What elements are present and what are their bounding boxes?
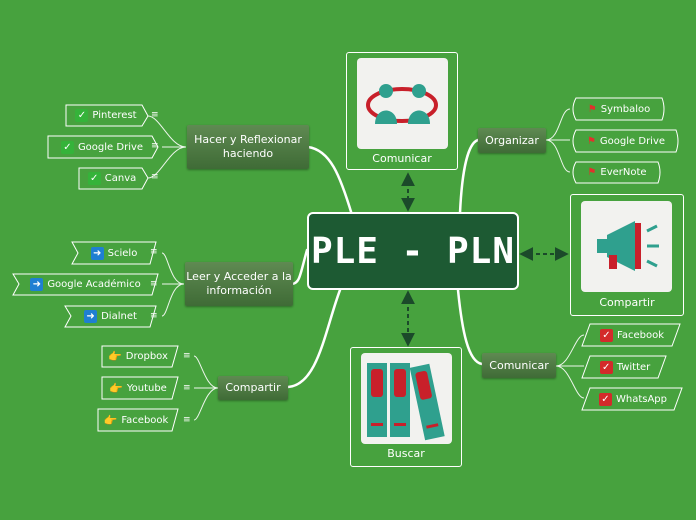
leaf-dialnet-label: Dialnet — [101, 311, 137, 322]
leaf-whatsapp[interactable]: ✓ WhatsApp — [588, 388, 678, 410]
leaf-evernote-label: EverNote — [600, 167, 647, 178]
pointing-hand-icon: 👉 — [108, 350, 122, 363]
branch-hacer-label: Hacer y Reflexionar haciendo — [194, 133, 302, 160]
leaf-facebook-comunicar[interactable]: ✓ Facebook — [588, 324, 676, 346]
arrow-right-icon: ➜ — [90, 246, 104, 260]
central-topic[interactable]: PLE - PLN — [307, 212, 519, 290]
pointing-hand-icon: 👉 — [103, 413, 118, 427]
card-buscar[interactable]: Buscar — [350, 347, 462, 467]
people-talking-image — [357, 58, 448, 149]
menu-lines-icon[interactable]: ≡ — [150, 279, 158, 289]
flag-icon: ⚑ — [587, 167, 597, 178]
menu-lines-icon[interactable]: ≡ — [151, 141, 159, 151]
leaf-google-drive-hacer[interactable]: ✓ Google Drive — [48, 136, 156, 158]
branch-compartir-left[interactable]: Compartir — [218, 376, 288, 400]
leaf-google-drive-organizar[interactable]: ⚑ Google Drive — [576, 130, 676, 152]
leaf-symbaloo-label: Symbaloo — [600, 103, 651, 115]
card-compartir-caption: Compartir — [599, 296, 655, 309]
megaphone-icon — [597, 221, 659, 271]
branch-comunicar-right[interactable]: Comunicar — [482, 353, 556, 378]
leaf-youtube-label: Youtube — [126, 382, 167, 394]
menu-lines-icon[interactable]: ≡ — [183, 351, 191, 361]
card-buscar-caption: Buscar — [387, 447, 425, 460]
leaf-facebook-comunicar-label: Facebook — [617, 329, 664, 341]
menu-lines-icon[interactable]: ≡ — [151, 110, 159, 120]
branch-organizar[interactable]: Organizar — [478, 128, 546, 153]
leaf-canva[interactable]: ✓ Canva — [79, 168, 145, 189]
connector-hacer — [306, 145, 354, 217]
card-compartir[interactable]: Compartir — [570, 194, 684, 316]
card-comunicar-caption: Comunicar — [372, 152, 432, 165]
leaf-google-drive-organizar-label: Google Drive — [599, 135, 666, 147]
check-icon: ✓ — [75, 109, 89, 122]
menu-lines-icon[interactable]: ≡ — [151, 172, 159, 182]
leaf-dialnet[interactable]: ➜ Dialnet — [69, 306, 152, 327]
leaf-evernote[interactable]: ⚑ EverNote — [576, 162, 658, 183]
books-image — [361, 353, 452, 444]
leaf-pinterest-label: Pinterest — [92, 110, 137, 121]
leaf-facebook-compartir-label: Facebook — [121, 414, 169, 426]
flag-icon: ⚑ — [587, 103, 597, 115]
leaf-canva-label: Canva — [104, 173, 137, 184]
menu-lines-icon[interactable]: ≡ — [150, 247, 158, 257]
branch-organizar-label: Organizar — [485, 133, 539, 147]
leaf-twitter[interactable]: ✓ Twitter — [588, 356, 662, 378]
leaf-dropbox[interactable]: 👉 Dropbox — [102, 346, 174, 367]
check-icon: ✓ — [60, 140, 74, 154]
leaf-dropbox-label: Dropbox — [125, 351, 168, 362]
menu-lines-icon[interactable]: ≡ — [150, 311, 158, 321]
leaf-google-academico[interactable]: ➜ Google Académico — [17, 274, 154, 295]
leaf-google-academico-label: Google Académico — [47, 279, 141, 290]
connector-comunicar-right — [456, 288, 484, 366]
branch-compartir-left-label: Compartir — [225, 381, 281, 394]
leaf-google-drive-hacer-label: Google Drive — [77, 141, 144, 153]
megaphone-image — [581, 201, 672, 292]
flag-icon: ⚑ — [586, 135, 596, 147]
connector-organizar — [458, 138, 480, 215]
connector-compartir-left — [286, 288, 342, 389]
leaf-whatsapp-label: WhatsApp — [615, 393, 668, 405]
checked-box-icon: ✓ — [598, 392, 612, 406]
branch-leer-acceder[interactable]: Leer y Acceder a la información — [185, 262, 293, 306]
leaf-twitter-label: Twitter — [616, 361, 651, 373]
connector-leer — [290, 248, 309, 286]
arrow-right-icon: ➜ — [30, 278, 44, 291]
check-icon: ✓ — [87, 172, 101, 185]
arrow-right-icon: ➜ — [84, 310, 98, 323]
central-topic-title: PLE - PLN — [310, 230, 516, 272]
branch-hacer-reflexionar[interactable]: Hacer y Reflexionar haciendo — [187, 125, 309, 169]
branch-leer-label: Leer y Acceder a la información — [186, 270, 292, 297]
people-talking-icon — [366, 84, 438, 124]
leaf-pinterest[interactable]: ✓ Pinterest — [66, 105, 146, 126]
leaf-scielo-label: Scielo — [107, 247, 138, 259]
checked-box-icon: ✓ — [599, 360, 613, 374]
leaf-youtube[interactable]: 👉 Youtube — [102, 377, 174, 399]
pointing-hand-icon: 👉 — [109, 381, 123, 395]
menu-lines-icon[interactable]: ≡ — [183, 415, 191, 425]
menu-lines-icon[interactable]: ≡ — [183, 383, 191, 393]
leaf-scielo[interactable]: ➜ Scielo — [76, 242, 152, 264]
card-comunicar[interactable]: Comunicar — [346, 52, 458, 170]
checked-box-icon: ✓ — [600, 328, 613, 342]
branch-comunicar-right-label: Comunicar — [489, 358, 549, 372]
leaf-facebook-compartir[interactable]: 👉 Facebook — [98, 409, 174, 431]
leaf-symbaloo[interactable]: ⚑ Symbaloo — [576, 98, 662, 120]
books-icon — [367, 363, 445, 441]
